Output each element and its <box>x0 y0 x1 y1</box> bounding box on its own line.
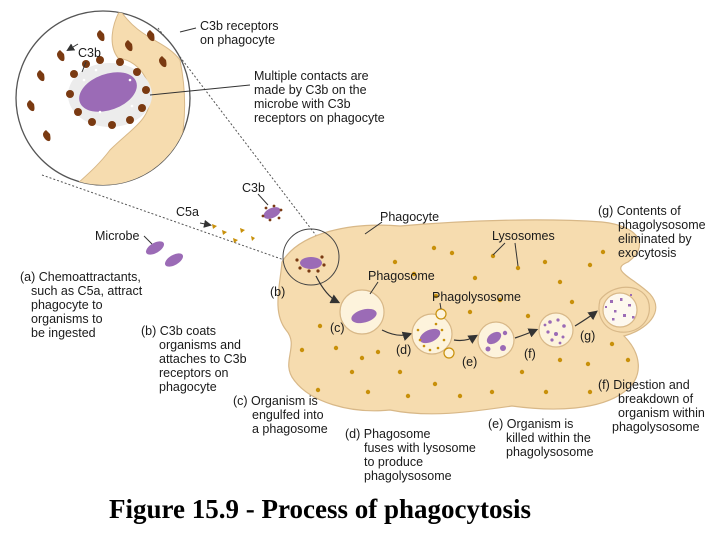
c3b-label: C3b <box>242 181 265 195</box>
lysosome-dots <box>299 245 631 399</box>
phagosome-label: Phagosome <box>368 269 435 283</box>
step-g-text: (g) Contents of phagolysosome eliminated… <box>598 204 709 260</box>
free-microbe <box>145 241 165 255</box>
phagocyte-pointer <box>364 221 383 235</box>
zoom-connector-line <box>157 27 319 239</box>
stage-letter-b: (b) <box>270 285 285 299</box>
microbe-pointer <box>143 235 153 245</box>
microbe-in-phagosome <box>351 308 377 324</box>
c5a-molecules <box>212 224 255 243</box>
step-a-text: (a) Chemoattractants, such as C5a, attra… <box>20 270 146 340</box>
inset-contact-pointer <box>149 84 251 96</box>
stage-letter-c: (c) <box>330 321 345 335</box>
phagocyte-cell <box>277 219 657 415</box>
microbe-label: Microbe <box>95 229 140 243</box>
inset-receptor-pointer <box>179 27 197 33</box>
stage-letter-e: (e) <box>462 355 477 369</box>
phagocyte-label: Phagocyte <box>380 210 439 224</box>
fusing-lysosome <box>435 308 447 320</box>
arrow-d-to-e <box>453 334 479 344</box>
step-f-text: (f) Digestion and breakdown of organism … <box>598 378 708 434</box>
arrow-c-to-d <box>381 329 413 341</box>
c5a-arrow <box>199 219 212 228</box>
inset-microbe <box>79 72 137 112</box>
phagolysosome-digestion <box>538 312 574 348</box>
arrow-e-to-f <box>514 328 539 339</box>
free-microbe <box>164 253 184 267</box>
inset-c3b-pointer <box>81 61 87 73</box>
contact-zoom-circle <box>282 228 340 286</box>
step-e-text: (e) Organism is killed within the phagol… <box>488 417 594 459</box>
damaged-microbe <box>485 330 508 352</box>
stage-letter-g: (g) <box>580 329 595 343</box>
step-b-text: (b) C3b coats organisms and attaches to … <box>141 324 250 394</box>
c3b-dots-free <box>261 204 283 222</box>
figure-caption: Figure 15.9 - Process of phagocytosis <box>109 494 531 524</box>
c3b-pointer <box>257 193 269 206</box>
digested-fragments <box>543 318 566 345</box>
phagolysosome-pointer <box>439 302 442 310</box>
step-d-text: (d) Phagosome fuses with lysosome to pro… <box>345 427 479 483</box>
c5a-label: C5a <box>176 205 199 219</box>
lysosomes-pointer <box>514 242 519 267</box>
stage-letter-f: (f) <box>524 347 536 361</box>
stage-letter-d: (d) <box>396 343 411 357</box>
c3b-dots-small <box>295 255 326 273</box>
arrow-f-to-g <box>574 310 598 327</box>
inset-contacts-label: Multiple contacts are made by C3b on the… <box>254 69 385 125</box>
microbe-at-membrane <box>300 257 322 269</box>
magnified-inset <box>15 10 251 186</box>
fusing-lysosome <box>443 347 455 359</box>
phagolysosome-label: Phagolysosome <box>432 290 521 304</box>
lysosomal-enzymes <box>416 322 446 352</box>
c3b-coated-microbe <box>263 207 281 219</box>
microbe-in-phagolysosome <box>419 328 441 344</box>
inset-receptors-label: C3b receptors on phagocyte <box>200 19 282 47</box>
step-c-text: (c) Organism is engulfed into a phagosom… <box>233 394 328 436</box>
arrow-b-to-c <box>315 275 341 304</box>
inset-receptors <box>27 30 167 142</box>
inset-c3b-arrow <box>66 43 79 52</box>
inset-c3b-dots <box>82 68 134 114</box>
lysosomes-pointer <box>492 242 506 256</box>
inset-c3b-label: C3b <box>78 46 101 60</box>
exocytosed-debris <box>605 294 635 321</box>
lysosomes-label: Lysosomes <box>492 229 555 243</box>
phagosome-pointer <box>369 281 379 295</box>
